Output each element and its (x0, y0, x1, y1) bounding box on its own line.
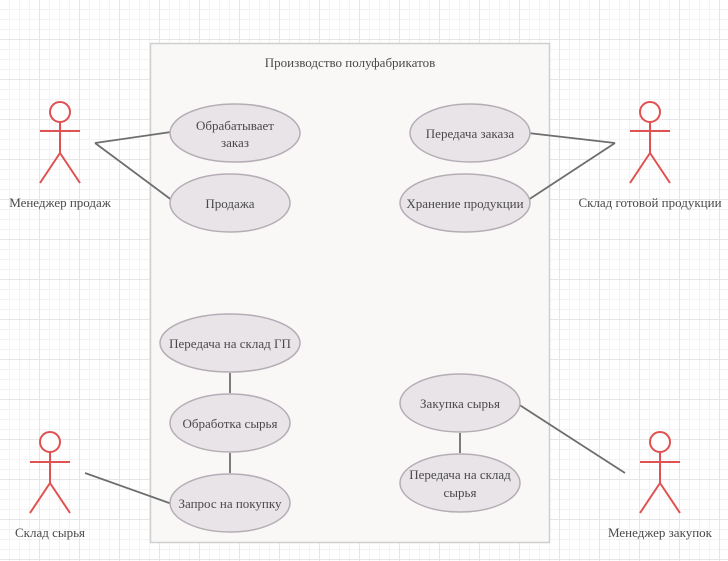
use-case-ellipse (169, 103, 301, 163)
actor-sales-manager[interactable] (39, 101, 81, 184)
use-case-ellipse (159, 313, 301, 373)
actor-right-leg (59, 152, 81, 184)
actor-label-sales-manager: Менеджер продаж (9, 195, 112, 210)
actor-left-leg (629, 152, 651, 184)
association-fg-warehouse-order-transfer[interactable] (527, 132, 616, 144)
use-case-label: заказ (221, 135, 249, 150)
association-sales-manager-sale[interactable] (94, 142, 174, 202)
actor-figure-icon (39, 431, 61, 453)
associations (84, 131, 626, 505)
actor-figure-icon (49, 101, 71, 123)
actor-label-raw-materials-warehouse: Склад сырья (15, 525, 85, 540)
actor-figure-icon (649, 431, 671, 453)
association-fg-warehouse-product-storage[interactable] (524, 142, 616, 203)
association-raw-warehouse-purchase-request[interactable] (84, 472, 173, 505)
system-title: Производство полуфабрикатов (265, 55, 435, 70)
use-case-process-order[interactable]: Обрабатывает заказ (169, 103, 301, 163)
use-case-ellipse (409, 103, 531, 163)
use-case-product-storage[interactable]: Хранение продукции (399, 173, 531, 233)
use-case-label: Передача на склад (409, 467, 511, 482)
actor-left-leg (29, 482, 51, 514)
use-case-order-transfer[interactable]: Передача заказа (409, 103, 531, 163)
use-case-ellipse (169, 393, 291, 453)
use-case-label: Хранение продукции (406, 196, 523, 211)
actor-figure-icon (639, 101, 661, 123)
actor-left-leg (39, 152, 61, 184)
use-case-raw-purchase[interactable]: Закупка сырья (399, 373, 521, 433)
use-case-ellipse (399, 373, 521, 433)
association-purchasing-manager-raw-purchase[interactable] (517, 403, 626, 474)
use-case-raw-processing[interactable]: Обработка сырья (169, 393, 291, 453)
use-case-ellipse (169, 473, 291, 533)
use-case-label: Передача на склад ГП (169, 336, 291, 351)
use-case-ellipse (399, 453, 521, 513)
use-case-label: Закупка сырья (420, 396, 500, 411)
use-case-label: Запрос на покупку (178, 496, 282, 511)
actor-label-finished-goods-warehouse: Склад готовой продукции (578, 195, 721, 210)
use-case-label: Обработка сырья (183, 416, 278, 431)
use-case-transfer-raw[interactable]: Передача на склад сырья (399, 453, 521, 513)
association-sales-manager-process-order[interactable] (94, 131, 172, 144)
actor-right-leg (659, 482, 681, 514)
use-case-label: Продажа (205, 196, 254, 211)
use-case-label: Обрабатывает (196, 118, 274, 133)
actor-right-leg (649, 152, 671, 184)
use-case-ellipse (169, 173, 291, 233)
use-case-sale[interactable]: Продажа (169, 173, 291, 233)
use-case-purchase-request[interactable]: Запрос на покупку (169, 473, 291, 533)
use-case-label: сырья (444, 485, 477, 500)
use-case-ellipse (399, 173, 531, 233)
actor-label-purchasing-manager: Менеджер закупок (608, 525, 713, 540)
use-case-transfer-to-fg[interactable]: Передача на склад ГП (159, 313, 301, 373)
actor-raw-materials-warehouse[interactable] (29, 431, 71, 514)
actor-purchasing-manager[interactable] (639, 431, 681, 514)
actor-left-leg (639, 482, 661, 514)
use-case-label: Передача заказа (426, 126, 515, 141)
actor-right-leg (49, 482, 71, 514)
actor-finished-goods-warehouse[interactable] (629, 101, 671, 184)
